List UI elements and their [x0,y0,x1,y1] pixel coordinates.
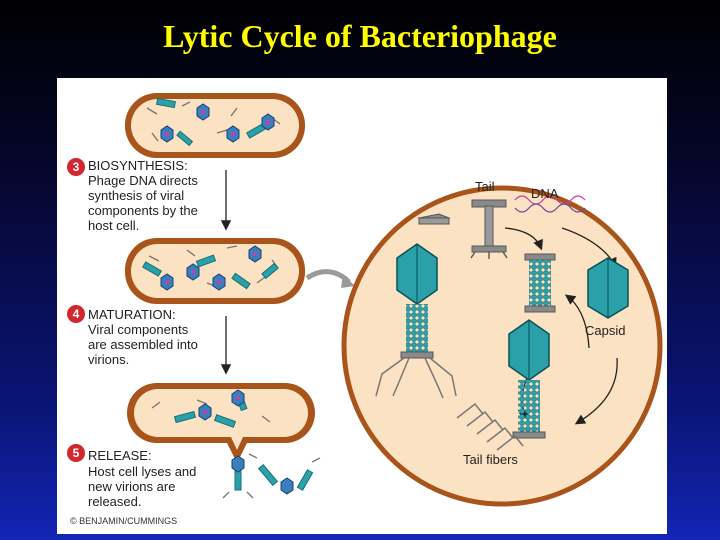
step-3-badge: 3 [67,158,85,176]
released-virions [222,453,321,499]
baseplate [417,213,451,225]
step-3-heading: BIOSYNTHESIS: [88,158,188,173]
tail-fibers [456,402,524,451]
step-3-body: Phage DNA directs synthesis of viral com… [88,173,198,233]
step-4-body: Viral components are assembled into viri… [88,322,198,367]
host-cell-lysing [127,383,315,463]
step-4-heading: MATURATION: [88,307,176,322]
host-cell-middle [125,238,305,304]
tail-fibers-label: Tail fibers [463,452,518,467]
capsid-label: Capsid [585,323,626,338]
slide-title: Lytic Cycle of Bacteriophage [163,18,557,54]
assembling-tail [524,253,556,313]
phage-right [508,319,550,439]
phage-left [375,243,457,399]
tail-component [470,199,508,259]
tail-label: Tail [475,179,495,194]
host-cell-top [125,93,305,158]
copyright-notice: © BENJAMIN/CUMMINGS [70,516,178,526]
step-5-body: Host cell lyses and new virions are rele… [88,464,197,509]
figure-graphics [125,93,663,507]
step-5-badge: 5 [67,444,85,462]
dna-helix [514,195,586,213]
dna-label: DNA [531,186,559,201]
step-5-heading: RELEASE: [88,448,152,463]
lytic-cycle-figure: 3 BIOSYNTHESIS: Phage DNA directs synthe… [57,78,667,534]
step-4-badge: 4 [67,305,85,323]
